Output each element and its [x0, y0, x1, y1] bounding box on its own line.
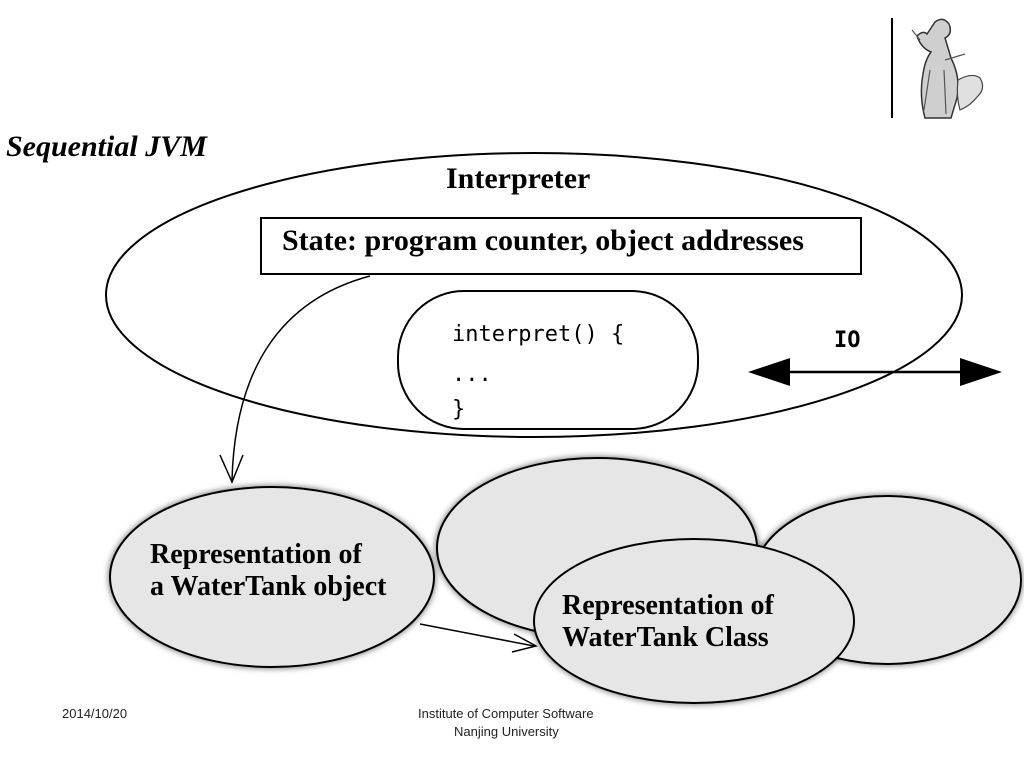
code-box: [397, 290, 699, 430]
state-label: State: program counter, object addresses: [282, 224, 804, 257]
university-statue-logo-icon: [891, 18, 984, 119]
object-label-line-1: Representation of: [150, 539, 362, 570]
footer-date: 2014/10/20: [62, 706, 128, 721]
code-line-1: interpret() {: [452, 322, 625, 347]
io-label: IO: [834, 328, 861, 353]
object-label: Representation of a WaterTank object: [150, 539, 386, 603]
interpreter-ellipse: [105, 152, 963, 438]
class-label-line-1: Representation of: [562, 590, 774, 621]
class-label-line-2: WaterTank Class: [562, 622, 769, 653]
object-ellipse: [109, 486, 435, 668]
footer-institute: Institute of Computer Software: [418, 706, 594, 721]
code-line-2: ...: [452, 362, 492, 387]
code-line-3: }: [452, 397, 466, 422]
class-ellipse-front: [533, 538, 855, 704]
object-label-line-2: a WaterTank object: [150, 571, 387, 602]
state-box: [260, 217, 862, 275]
slide-title: Sequential JVM: [6, 130, 207, 163]
class-label: Representation of WaterTank Class: [562, 590, 774, 654]
interpreter-label: Interpreter: [446, 162, 591, 195]
io-double-arrow: [748, 358, 1002, 386]
footer-university: Nanjing University: [454, 724, 559, 739]
curved-arrow: [219, 275, 371, 484]
object-to-class-arrow: [419, 623, 539, 653]
